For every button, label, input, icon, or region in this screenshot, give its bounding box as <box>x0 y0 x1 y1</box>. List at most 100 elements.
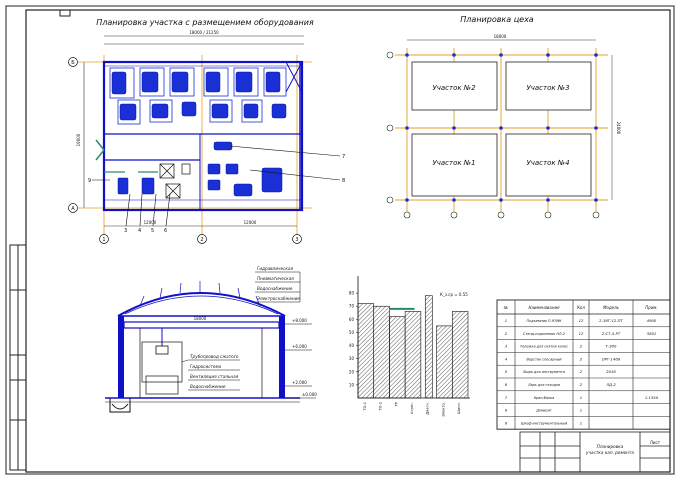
spec-cell: 8 <box>505 408 508 413</box>
axis-bubble-a <box>68 203 78 213</box>
spec-cell: Подъемник П-97МК <box>527 319 563 323</box>
chart-bar <box>424 295 433 399</box>
legend-lower-1: Трубопровод сжатого <box>190 354 239 359</box>
spec-cell: 2-38Т-12-ПТ <box>599 318 623 323</box>
section-label-1: Участок №1 <box>432 159 475 167</box>
sheet-outer-frame <box>5 5 675 475</box>
chart-x-label: ТО-1 <box>363 402 367 412</box>
spec-cell: Т-300 <box>606 344 618 349</box>
spec-cell: 2 <box>580 344 583 349</box>
axis-label-a: A <box>71 206 75 212</box>
callout-3: 3 <box>124 228 127 234</box>
chart-threshold-label: К_з.ср = 0.55 <box>440 292 468 297</box>
elev-label-3: +2.000 <box>292 380 307 385</box>
shop-section-4 <box>505 133 592 197</box>
spec-cell: 12 <box>579 318 584 323</box>
spec-cell: Домкрат <box>535 409 553 413</box>
callout-4: 4 <box>138 228 141 234</box>
area-plan: 18000 / 21250 19000 <box>68 30 345 244</box>
shop-side-dimension: 24000 <box>616 122 621 135</box>
axis-label-3: 3 <box>295 237 298 243</box>
shop-section-3 <box>505 61 592 111</box>
legend-item-1: Гидравлическая <box>257 266 293 271</box>
spec-header-cell: Модель <box>603 305 620 310</box>
spec-cell: Шкаф инструментальный <box>521 421 568 425</box>
title-block-name-2: участка кап. ремонта <box>585 450 634 455</box>
callout-7: 7 <box>342 154 345 160</box>
area-bottom-dimension-2: 12000 <box>244 220 257 225</box>
legend-lower-3: Вентиляция стальная <box>190 374 239 379</box>
spec-cell: 2 <box>580 382 583 387</box>
chart-y-tick-label: 10 <box>349 382 355 387</box>
spec-cell: 7 <box>505 395 508 400</box>
axis-bubble-1 <box>99 234 109 244</box>
spec-cell: Кран-балка <box>534 396 555 400</box>
chart-x-label: Агрег. <box>410 402 414 414</box>
spec-header-cell: Кол <box>577 305 585 310</box>
title-block-sheet: Лист <box>650 440 661 445</box>
spec-cell: 5 <box>505 369 508 374</box>
area-left-dimension: 19000 <box>76 133 81 146</box>
shop-section-2 <box>411 61 498 111</box>
chart-bar <box>357 303 375 399</box>
section-view: 18000 +8.000 +6.000 +2.000 ±0.000 Гидрав… <box>105 266 317 413</box>
top-corner-stamp <box>59 9 71 17</box>
spec-cell: 2 <box>580 369 583 374</box>
equipment-upper <box>111 71 287 121</box>
spec-cell: 2 <box>580 356 583 361</box>
chart-x-label: ТР <box>394 401 398 407</box>
area-outer-wall <box>102 60 304 212</box>
chart-y-tick-label: 70 <box>349 304 355 309</box>
legend-item-4: Электроснабжение <box>256 296 300 301</box>
callout-9: 9 <box>88 178 91 184</box>
area-bottom-dimension: 12000 <box>144 220 157 225</box>
callout-5: 5 <box>151 228 154 234</box>
spec-cell: ЛД-2 <box>605 382 616 387</box>
drawing-frame <box>25 9 671 473</box>
spec-cell: 1 <box>580 408 582 413</box>
spec-table-frame <box>496 299 671 430</box>
spec-cell: Стенд-подъемник НЛ-2 <box>523 332 565 336</box>
spec-header-cell: № <box>503 305 508 310</box>
chart-y-tick-label: 30 <box>349 356 355 361</box>
section-top-dimension: 18000 <box>194 316 207 321</box>
spec-cell: 1 <box>580 420 582 425</box>
elev-label-4: ±0.000 <box>302 392 317 397</box>
title-shop-layout: Планировка цеха <box>460 15 534 24</box>
spec-cell: 3 <box>505 344 508 349</box>
spec-cell: 1 <box>505 318 507 323</box>
chart-bar <box>404 311 422 399</box>
title-block <box>519 431 671 473</box>
axis-bubble-b <box>68 57 78 67</box>
spec-cell: ОРГ-1468 <box>602 356 621 361</box>
left-margin-stamp <box>9 244 27 471</box>
legend-item-2: Пневматическая <box>257 276 294 281</box>
callout-8: 8 <box>342 178 345 184</box>
spec-cell: Верстак слесарный <box>527 357 563 361</box>
spec-cell: 3851 <box>647 331 657 336</box>
axis-label-b: Б <box>71 60 75 66</box>
spec-cell: Тележка для снятия колес <box>520 345 568 349</box>
legend-lower-4: Водоснабжение <box>190 384 226 389</box>
chart-bar <box>451 311 469 399</box>
spec-cell: 9 <box>505 420 508 425</box>
title-block-name-1: Планировка <box>597 444 624 449</box>
section-label-4: Участок №4 <box>526 159 569 167</box>
shop-section-1 <box>411 133 498 197</box>
chart-x-label: ТО-2 <box>379 402 383 412</box>
chart-y-tick-label: 40 <box>349 343 355 348</box>
chart-y-tick-label: 60 <box>349 317 355 322</box>
legend-lower-2: Гидросистема <box>190 364 222 369</box>
callout-6: 6 <box>164 228 167 234</box>
elev-label-2: +6.000 <box>292 344 307 349</box>
chart-bar <box>373 305 390 399</box>
spec-cell: Ящик для инструмента <box>522 370 565 374</box>
section-label-3: Участок №3 <box>526 84 569 92</box>
chart-x-label: Электр. <box>441 402 445 417</box>
spec-header-cell: Прим. <box>645 305 657 310</box>
legend-item-3: Водоснабжение <box>257 286 293 291</box>
spec-cell: 1.1350 <box>645 395 659 400</box>
